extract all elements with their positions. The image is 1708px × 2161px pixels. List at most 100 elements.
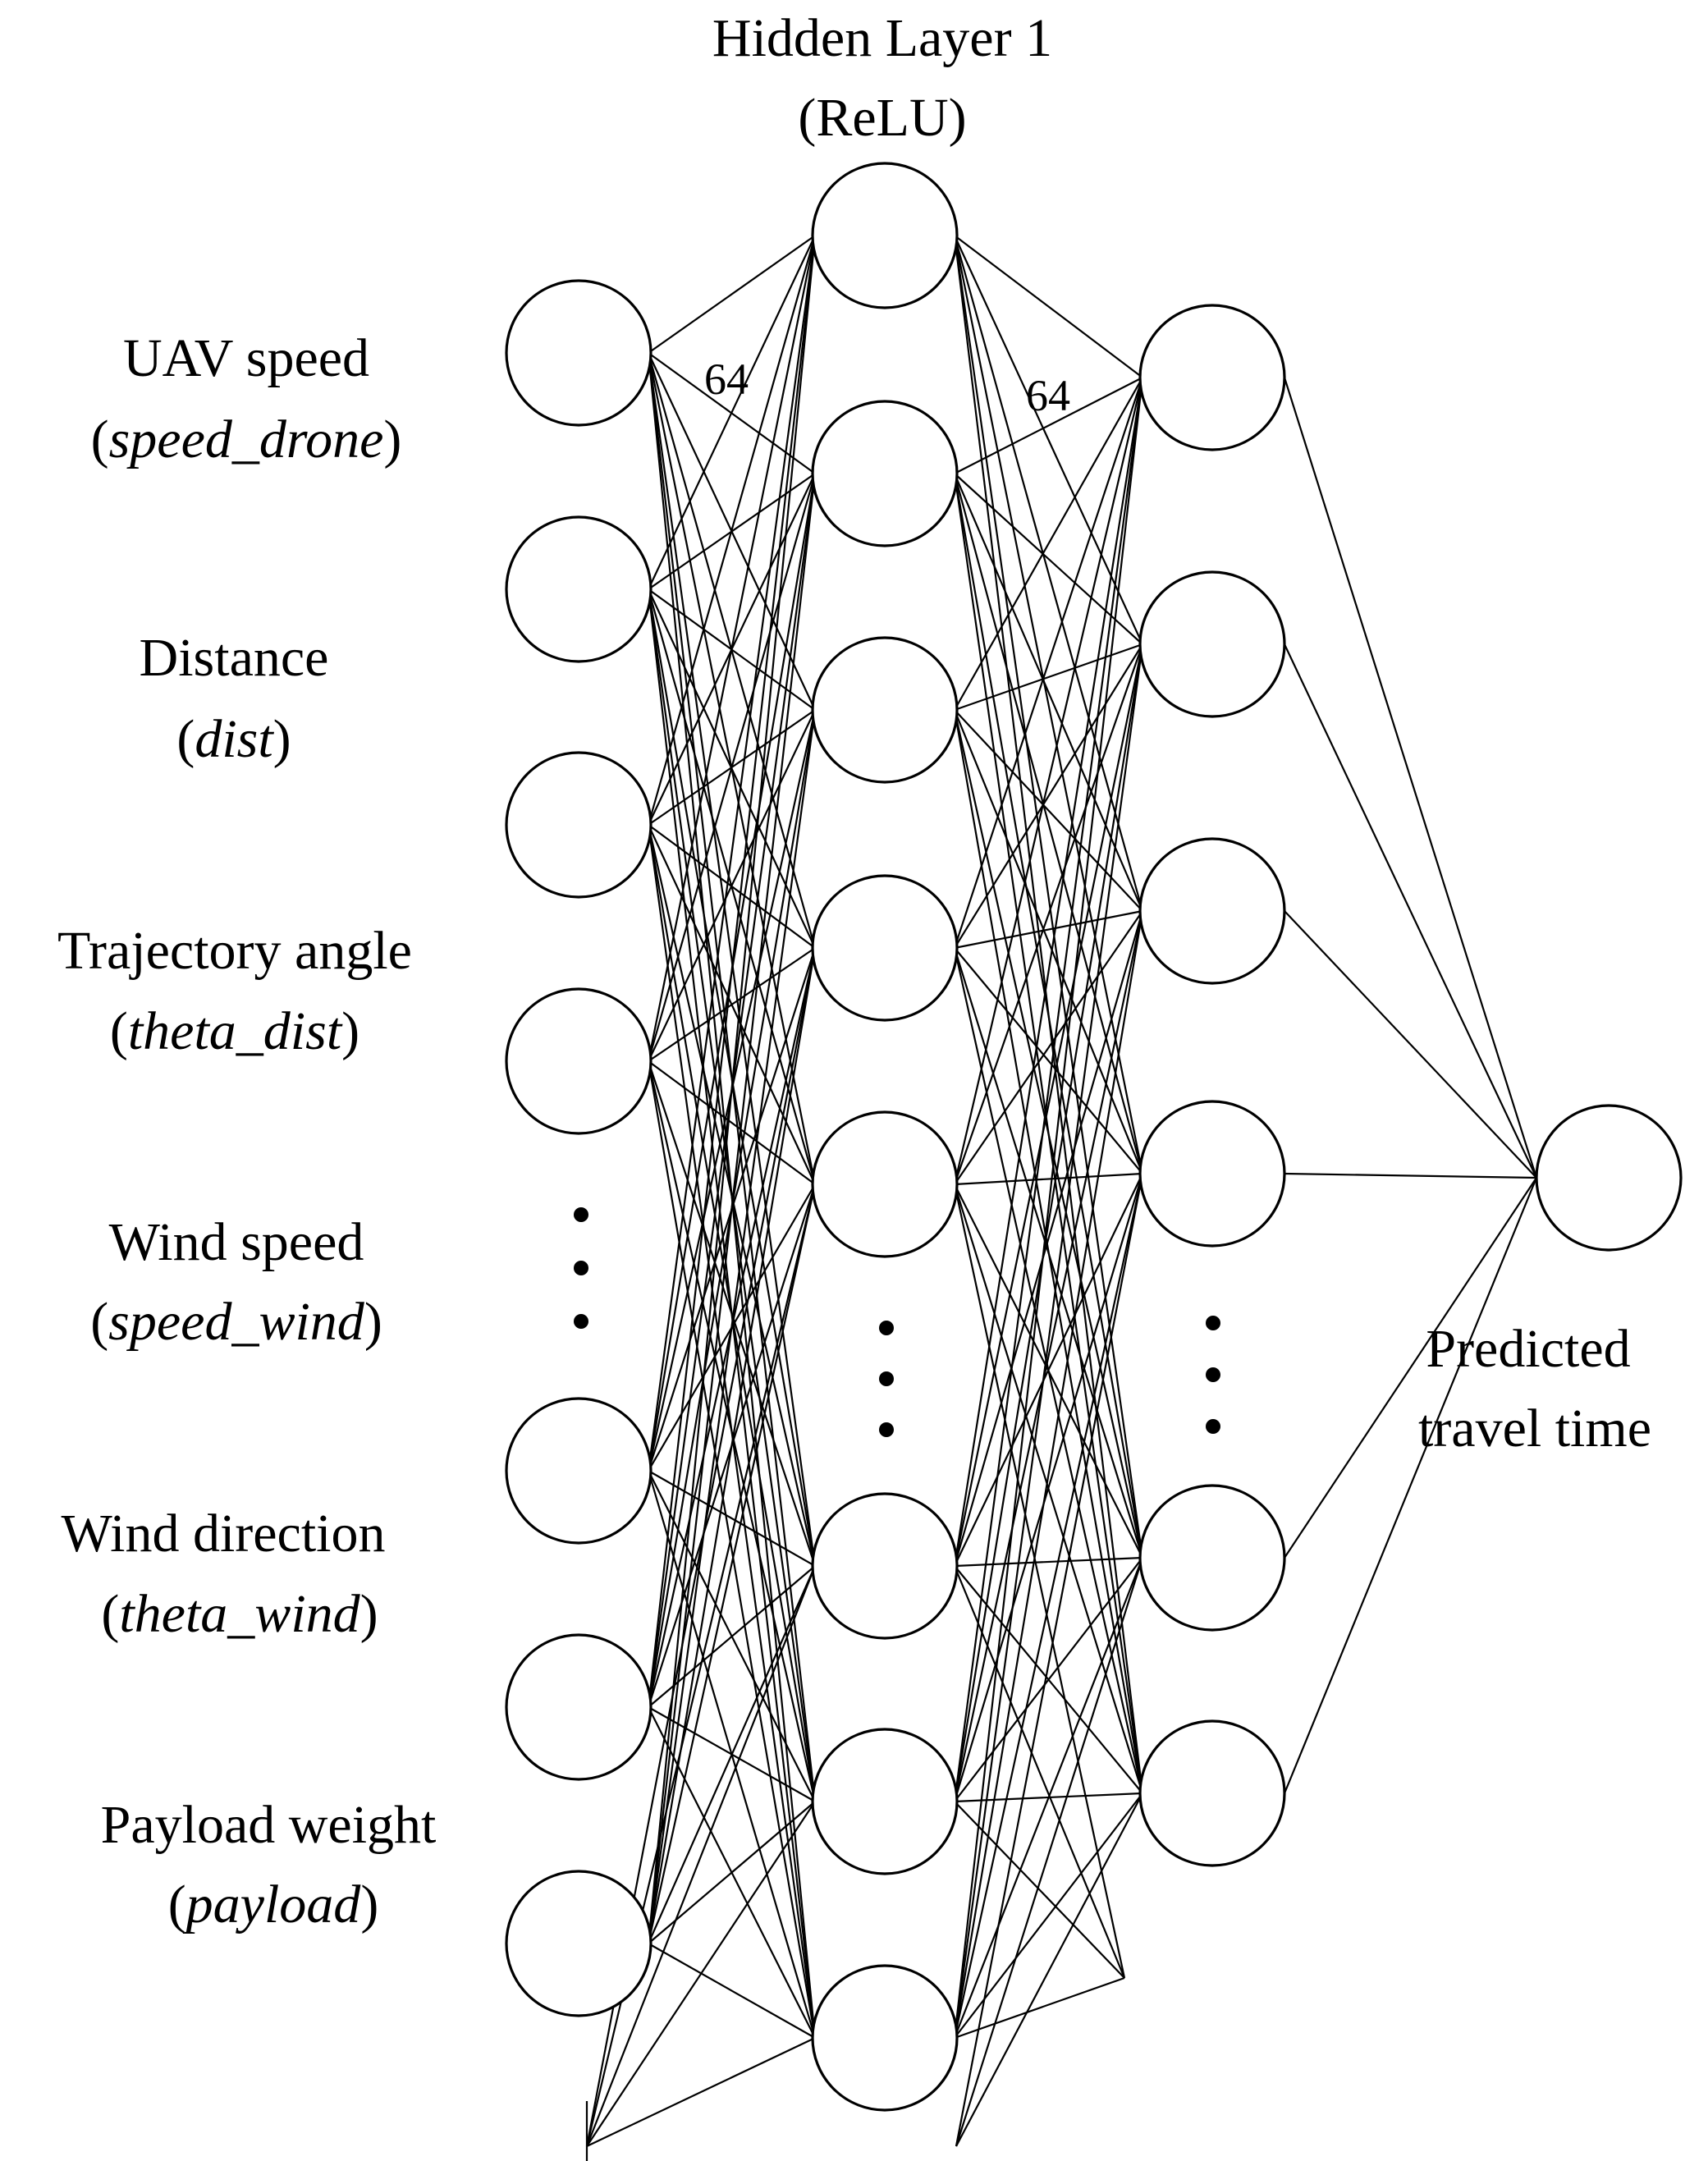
edge-in3-h1n6 xyxy=(647,1060,817,1802)
edge-h1n3-h2n2 xyxy=(954,909,1143,950)
edge-h2n4-out xyxy=(1284,1177,1537,1559)
input-ellipsis-dot-0 xyxy=(574,1207,588,1222)
input-node-0 xyxy=(505,279,653,427)
edge-in4-h1n0 xyxy=(647,235,817,1472)
edge-h1n3-h2n0 xyxy=(953,377,1144,949)
input-label-wind-direction: Wind direction xyxy=(61,1504,385,1564)
connection-lines xyxy=(585,235,1538,2161)
hidden1-node-4 xyxy=(811,1110,959,1258)
edge-h1n7-h2n5 xyxy=(954,1792,1143,2039)
edge-h1n0-h2n0 xyxy=(954,235,1143,378)
edge-h2n1-out xyxy=(1284,643,1537,1179)
edge-h1n7-h2n3 xyxy=(953,1173,1144,2039)
edge-offscreen-h1n6 xyxy=(586,1801,816,2147)
edge-h1n6-h2n1 xyxy=(953,643,1144,1802)
input-node-6 xyxy=(505,1870,653,2017)
hidden1-ellipsis-dot-2 xyxy=(879,1422,894,1437)
input-var-speed-wind: (speed_wind) xyxy=(90,1292,382,1352)
input-var-speed-drone: (speed_drone) xyxy=(91,410,402,469)
hidden2-node-2 xyxy=(1138,837,1286,985)
edge-h1n1-h2n3 xyxy=(953,473,1144,1174)
edge-h1n7-h2n1 xyxy=(953,643,1144,2039)
hidden1-node-1 xyxy=(811,400,959,547)
edge-h1n6-h2n3 xyxy=(953,1173,1144,1802)
output-label-line2: travel time xyxy=(1418,1399,1651,1458)
edge-in2-h1n0 xyxy=(647,235,817,826)
hidden1-node-3 xyxy=(811,874,959,1022)
hidden1-node-0 xyxy=(811,162,959,309)
ellipsis-dots xyxy=(574,1207,1220,1437)
edge-in2-h1n5 xyxy=(647,824,817,1567)
input-var-theta-dist: (theta_dist) xyxy=(110,1001,359,1061)
hidden2-node-0 xyxy=(1138,304,1286,451)
hidden2-node-3 xyxy=(1138,1100,1286,1248)
edge-h1n5-h2n2 xyxy=(953,910,1144,1567)
edge-h1n5-h2n0 xyxy=(953,377,1144,1567)
input-node-5 xyxy=(505,1633,653,1781)
hidden2-ellipsis-dot-0 xyxy=(1206,1316,1220,1330)
edge-in0-h1n5 xyxy=(647,352,817,1567)
hidden1-node-7 xyxy=(811,1964,959,2112)
hidden-layer-activation: (ReLU) xyxy=(798,88,966,148)
hidden1-node-2 xyxy=(811,636,959,784)
edge-h1n5-offscreen xyxy=(953,1565,1126,1979)
hidden-layer-title: Hidden Layer 1 xyxy=(712,8,1052,68)
hidden2-ellipsis-dot-2 xyxy=(1206,1419,1220,1434)
edge-h1n4-h2n1 xyxy=(953,643,1144,1185)
edge-in6-h1n3 xyxy=(647,947,817,1944)
edge-h2n3-out xyxy=(1284,1172,1537,1179)
edge-h1n3-h2n3 xyxy=(954,947,1143,1174)
edge-h1n1-h2n2 xyxy=(953,473,1144,912)
input-label-trajectory-angle: Trajectory angle xyxy=(57,921,412,981)
edge-in3-h1n5 xyxy=(647,1060,817,1567)
edge-in3-h1n1 xyxy=(647,473,817,1062)
edge-in6-h1n0 xyxy=(647,235,817,1944)
input-node-2 xyxy=(505,751,653,899)
edge-in0-h1n0 xyxy=(648,235,816,354)
edge-in3-h1n0 xyxy=(647,235,817,1062)
hidden1-ellipsis-dot-0 xyxy=(879,1321,894,1335)
edge-in3-h1n2 xyxy=(648,709,816,1062)
edge-h1n1-h2n0 xyxy=(954,377,1143,474)
edge-in3-h1n3 xyxy=(648,947,816,1062)
input-ellipsis-dot-2 xyxy=(574,1314,588,1329)
edge-h2n0-out xyxy=(1283,377,1538,1179)
edge-in6-h1n7 xyxy=(648,1943,816,2039)
input-node-1 xyxy=(505,515,653,663)
input-label-wind-speed: Wind speed xyxy=(109,1212,364,1272)
edge-h1n3-h2n1 xyxy=(954,643,1143,949)
edge-h1n7-offscreen xyxy=(954,1976,1125,2040)
edge-in1-h1n0 xyxy=(648,235,816,590)
edge-h1n5-h2n1 xyxy=(953,643,1144,1567)
edge-h1n4-h2n0 xyxy=(953,377,1144,1185)
edge-in4-h1n5 xyxy=(648,1470,816,1567)
edge-offscreen-h1n7 xyxy=(586,2037,816,2147)
hidden1-ellipsis-dot-1 xyxy=(879,1371,894,1386)
edge-h1n4-h2n3 xyxy=(954,1172,1143,1186)
input-node-3 xyxy=(505,987,653,1135)
edge-h1n4-h2n2 xyxy=(954,910,1143,1185)
edge-h1n5-h2n3 xyxy=(954,1173,1143,1567)
input-var-theta-wind: (theta_wind) xyxy=(101,1584,378,1644)
edge-h1n6-h2n0 xyxy=(953,377,1144,1802)
input-var-payload: (payload) xyxy=(168,1875,379,1934)
edge-h2n2-out xyxy=(1284,910,1537,1179)
input-var-dist: (dist) xyxy=(176,709,291,769)
edge-in6-h1n6 xyxy=(648,1801,816,1944)
hidden2-ellipsis-dot-1 xyxy=(1206,1367,1220,1382)
edge-h1n2-h2n0 xyxy=(954,377,1143,711)
edge-offscreen-h2n3 xyxy=(955,1173,1144,2147)
edge-h1n7-h2n0 xyxy=(953,377,1144,2039)
edge-offscreen-h2n4 xyxy=(955,1557,1144,2147)
hidden1-node-5 xyxy=(811,1492,959,1640)
edge-h1n4-offscreen xyxy=(953,1184,1126,1979)
hidden2-node-1 xyxy=(1138,570,1286,718)
input-node-4 xyxy=(505,1397,653,1545)
edge-h1n6-h2n2 xyxy=(953,910,1144,1802)
hidden2-node-4 xyxy=(1138,1484,1286,1632)
edge-count-label-2: 64 xyxy=(1026,371,1070,420)
edge-in5-h1n5 xyxy=(648,1565,816,1708)
input-label-payload-weight: Payload weight xyxy=(101,1795,437,1855)
edge-in3-h1n7 xyxy=(647,1060,817,2039)
